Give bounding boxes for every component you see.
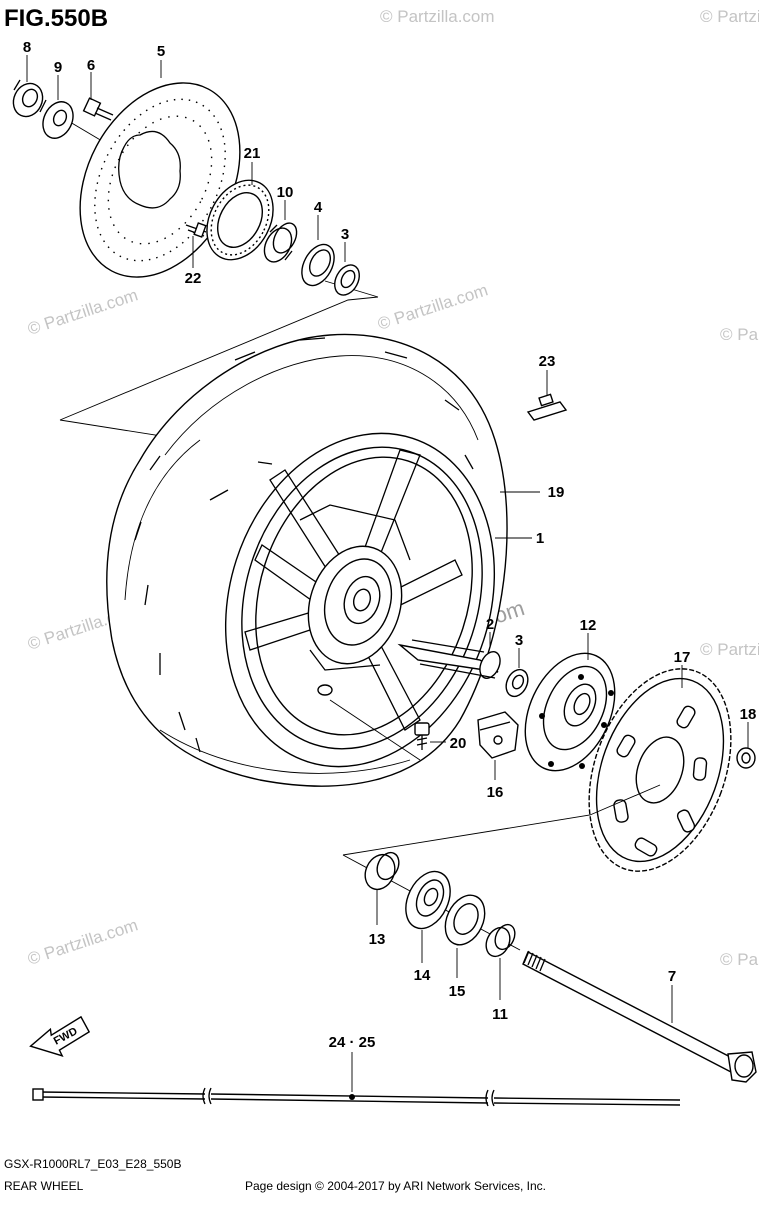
callout-p4: 4 — [314, 199, 323, 216]
callout-p20: 20 — [450, 735, 467, 752]
callout-p2: 2 — [486, 616, 494, 633]
callout-p21: 21 — [244, 145, 261, 162]
balance-weight-part-23 — [526, 393, 568, 421]
watermark: © Partzilla.com — [25, 285, 140, 338]
callout-p13: 13 — [369, 931, 386, 948]
callout-p9: 9 — [54, 59, 62, 76]
bolt-part-6 — [82, 97, 114, 121]
callout-p3b: 3 — [515, 632, 523, 649]
leader-line — [342, 784, 661, 856]
callout-p10: 10 — [277, 184, 294, 201]
callout-p22: 22 — [185, 270, 202, 287]
figure-title: FIG.550B — [4, 5, 108, 32]
watermark: © Partzilla.com — [700, 7, 759, 26]
seal-part-4 — [301, 243, 335, 287]
section-name: REAR WHEEL — [4, 1179, 84, 1193]
seal-part-15 — [444, 894, 486, 946]
callout-p12: 12 — [580, 617, 597, 634]
callout-p5: 5 — [157, 43, 165, 60]
nut-part-18 — [736, 747, 756, 769]
rear-wheel-part-1 — [106, 333, 508, 787]
collar-part-13 — [364, 851, 400, 891]
callout-p11: 11 — [492, 1006, 508, 1023]
collar-part-10 — [263, 222, 298, 263]
watermark: © Partzilla.com — [700, 640, 759, 659]
washer-part-9 — [42, 101, 74, 139]
spokes — [244, 449, 463, 731]
nut-part-8 — [12, 79, 47, 118]
callout-p19: 19 — [548, 484, 565, 501]
watermark: © Partzilla.com — [375, 280, 490, 333]
callout-p14: 14 — [414, 967, 431, 984]
bearing-part-3-middle — [505, 668, 529, 698]
sprocket-cutouts — [613, 705, 708, 857]
callout-p3a: 3 — [341, 226, 349, 243]
copyright-notice: Page design © 2004-2017 by ARI Network S… — [245, 1179, 546, 1193]
callout-p24: 24 · 25 — [329, 1034, 376, 1051]
forward-direction-arrow: FWD — [29, 1015, 91, 1057]
bearing-part-14 — [405, 870, 451, 930]
damper-part-16 — [477, 711, 519, 759]
callout-p17: 17 — [674, 649, 691, 666]
callout-p7: 7 — [668, 968, 676, 985]
watermark: © Partzilla.com — [380, 7, 495, 26]
watermark: © Partzilla.com — [720, 950, 759, 969]
collar-part-11 — [485, 923, 516, 958]
tread-pattern — [134, 337, 474, 753]
watermark: © Partzilla.com — [720, 325, 759, 344]
spacer-part-2 — [397, 639, 501, 679]
bolt-part-22 — [185, 222, 207, 238]
axle-thread — [523, 950, 546, 972]
callout-p23: 23 — [539, 353, 556, 370]
chain-part-24-25 — [32, 1087, 681, 1107]
axle-part-7 — [522, 950, 757, 1083]
brake-disc-part-5 — [79, 82, 241, 278]
model-code: GSX-R1000RL7_E03_E28_550B — [4, 1157, 181, 1171]
sprocket-carrier-part-12 — [524, 652, 616, 772]
callout-p15: 15 — [449, 983, 466, 1000]
sprocket-part-17 — [588, 668, 732, 872]
callout-p18: 18 — [740, 706, 757, 723]
leader-line — [59, 296, 379, 421]
sensor-ring-part-21 — [206, 179, 274, 261]
stud-part-20 — [414, 722, 430, 750]
watermark: © Partzilla.com — [25, 915, 140, 968]
callout-p6: 6 — [87, 57, 95, 74]
callout-p8: 8 — [23, 39, 31, 56]
callout-p1: 1 — [536, 530, 544, 547]
leader-line — [329, 699, 421, 761]
callout-p16: 16 — [487, 784, 504, 801]
bearing-part-3-top — [334, 264, 360, 296]
